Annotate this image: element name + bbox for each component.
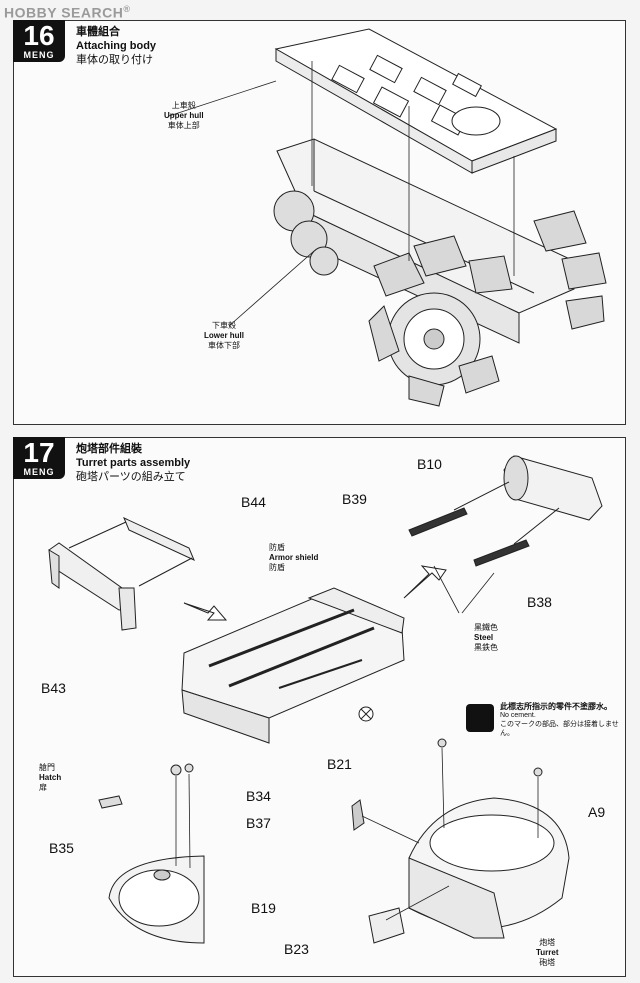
step-17-panel: 17 MENG 炮塔部件組裝 Turret parts assembly 砲塔パ… [13, 437, 626, 977]
part-b35: B35 [49, 840, 74, 856]
meng-logo: MENG [23, 50, 55, 60]
armor-shield-label: 防盾 Armor shield 防盾 [269, 543, 319, 572]
turret-label: 炮塔 Turret 砲塔 [536, 938, 559, 967]
step-17-title: 炮塔部件組裝 Turret parts assembly 砲塔パーツの組み立て [76, 443, 191, 483]
hull-assembly-drawing [168, 28, 607, 407]
step-17-badge: 17 MENG [13, 437, 65, 479]
part-b10: B10 [417, 456, 442, 472]
part-b43: B43 [41, 680, 66, 696]
step-number: 16 [23, 20, 55, 51]
part-b23: B23 [284, 941, 309, 957]
turret-assembly-drawing [48, 455, 603, 944]
part-b21: B21 [327, 756, 352, 772]
part-a9: A9 [588, 804, 606, 820]
steel-color-label: 黑鐵色 Steel 黒鉄色 [474, 623, 498, 652]
part-b39: B39 [342, 491, 367, 507]
hatch-label: 艙門 Hatch 扉 [39, 763, 62, 792]
part-b37: B37 [246, 815, 271, 831]
part-b44: B44 [241, 494, 266, 510]
upper-hull-label: 上車殼 Upper hull 車体上部 [164, 101, 204, 130]
step-16-badge: 16 MENG [13, 20, 65, 62]
part-b19: B19 [251, 900, 276, 916]
no-cement-icon [466, 704, 494, 732]
hobby-search-watermark: HOBBY SEARCH® [4, 4, 131, 21]
step-16-title: 車體組合 Attaching body 車体の取り付け [76, 26, 157, 66]
step-number: 17 [23, 437, 55, 468]
part-b34: B34 [246, 788, 271, 804]
part-b38: B38 [527, 594, 552, 610]
lower-hull-label: 下車殼 Lower hull 車体下部 [204, 321, 244, 350]
meng-logo: MENG [23, 467, 55, 477]
step-16-panel: 16 MENG 車體組合 Attaching body 車体の取り付け [13, 20, 626, 425]
no-cement-note: 此標志所指示的零件不塗膠水。 No cement. このマークの部品、部分は接着… [500, 702, 619, 737]
